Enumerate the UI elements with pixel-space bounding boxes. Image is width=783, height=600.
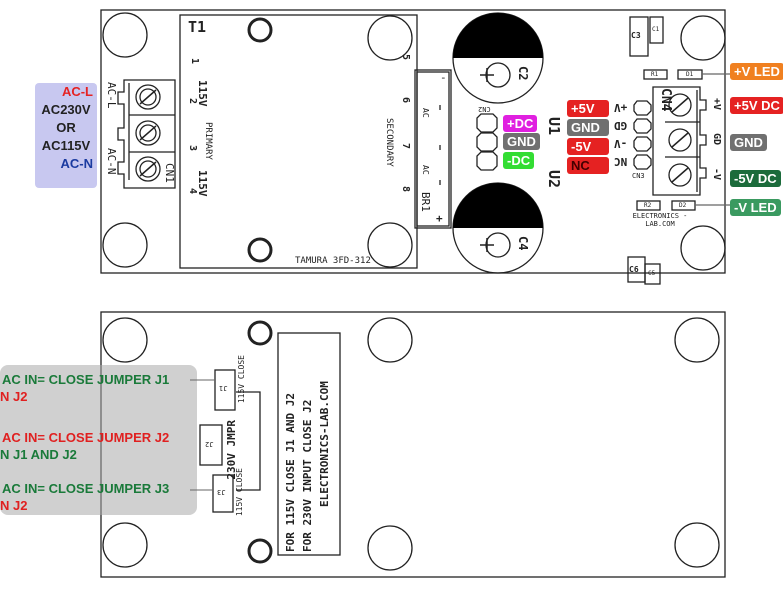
j2-label: J2 — [205, 440, 214, 448]
c1-label: C1 — [652, 26, 660, 33]
mount-hole — [680, 15, 726, 61]
br1-outline — [414, 69, 452, 229]
note-line-1: FOR 115V CLOSE J1 AND J2 — [284, 393, 297, 552]
cn4-outline — [652, 86, 707, 196]
transformer-pin-hole — [247, 237, 273, 263]
callout-j3-line2: N J2 — [0, 498, 28, 513]
c6-label: C6 — [629, 265, 639, 274]
u1-label: U1 — [545, 117, 563, 136]
callout-j3-line1: AC IN= CLOSE JUMPER J3 — [2, 481, 170, 496]
output-minus-v-led: -V LED — [730, 199, 781, 216]
cn1-pin-l: AC-L — [105, 82, 118, 109]
voltage-230: AC230V — [41, 102, 91, 117]
cn2-plus-dc-tag: +DC — [503, 115, 538, 132]
j3-note: 115V CLOSE — [235, 468, 244, 517]
callout-j1-line1: AC IN= CLOSE JUMPER J1 — [2, 372, 170, 387]
cn2-gnd-tag: GND — [503, 133, 540, 150]
cn1-name: CN1 — [163, 163, 176, 183]
mount-hole — [102, 222, 148, 268]
note-line-2: FOR 230V INPUT CLOSE J2 — [301, 399, 314, 552]
note-box — [277, 332, 341, 556]
cn4-pin-minus-v: -V — [711, 168, 722, 181]
ac-l-label: AC-L — [61, 84, 93, 99]
cn2-label: CN2 — [478, 105, 491, 113]
j3-label: J3 — [217, 488, 226, 496]
d1-label: D1 — [686, 71, 694, 78]
output-gnd: GND — [730, 134, 767, 151]
mount-hole — [367, 222, 413, 268]
cn1-pin-n: AC-N — [105, 148, 118, 175]
transformer-pin-hole — [247, 17, 273, 43]
pin-5: 5 — [400, 54, 411, 61]
output-plus-5v-dc: +5V DC — [730, 97, 783, 114]
transformer-outline — [179, 14, 418, 269]
cn3-nc-tag: NC — [567, 157, 609, 174]
br1-ac1: AC — [421, 108, 430, 118]
voltage-115: AC115V — [41, 138, 91, 153]
callout-panel — [0, 365, 197, 515]
pin-1: 1 — [189, 58, 200, 65]
pin-6: 6 — [400, 97, 411, 104]
note-line-3: ELECTRONICS-LAB.COM — [318, 381, 331, 507]
cn3-pin-plus-v: +V — [614, 101, 628, 114]
cn3-plus5v-tag: +5V — [567, 100, 609, 117]
pin-2: 2 — [187, 98, 198, 105]
j1-note: 115V CLOSE — [237, 355, 246, 404]
c3-label: C3 — [631, 31, 641, 40]
brand-silkscreen: ELECTRONICS -LAB.COM — [632, 212, 688, 228]
cn2-pins — [476, 113, 498, 171]
ac-n-label: AC-N — [60, 156, 94, 171]
cn4-label: CN4 — [658, 88, 673, 112]
mount-hole — [367, 15, 413, 61]
c5-label: C5 — [648, 270, 656, 277]
r2-label: R2 — [644, 202, 652, 209]
callout-j2-line1: AC IN= CLOSE JUMPER J2 — [2, 430, 170, 445]
cn3-pin-gd: GD — [614, 119, 628, 132]
output-plus-v-led: +V LED — [730, 63, 783, 80]
pin-4: 4 — [187, 188, 198, 195]
input-label-panel: AC-L AC230V OR AC115V AC-N — [35, 83, 97, 188]
primary-label: PRIMARY — [203, 122, 213, 160]
secondary-label: SECONDARY — [384, 118, 394, 167]
d2-label: D2 — [679, 202, 687, 209]
cn3-pins — [633, 100, 652, 170]
j1-label: J1 — [219, 384, 228, 392]
cn3-pin-nc: NC — [614, 155, 628, 168]
top-board-outline — [100, 9, 726, 274]
c2-label: C2 — [516, 66, 530, 81]
bottom-note-text: FOR 115V CLOSE J1 AND J2 FOR 230V INPUT … — [282, 336, 336, 552]
t1-label: T1 — [188, 18, 207, 36]
br1-label: BR1 — [419, 192, 432, 212]
cn3-minus5v-tag: -5V — [567, 138, 609, 155]
mount-hole — [680, 225, 726, 271]
callout-j1-line2: N J2 — [0, 389, 28, 404]
cn3-gnd-tag: GND — [567, 119, 609, 136]
u2-label: U2 — [545, 170, 563, 189]
output-minus-5v-dc: -5V DC — [730, 170, 781, 187]
pin-8: 8 — [400, 186, 411, 193]
cn3-label: CN3 — [632, 172, 645, 180]
mount-hole — [102, 12, 148, 58]
callout-j2-line2: N J1 AND J2 — [0, 447, 77, 462]
transformer-model: TAMURA 3FD-312 — [295, 256, 371, 266]
cn2-minus-dc-tag: -DC — [503, 152, 535, 169]
or-label: OR — [56, 120, 76, 135]
pin-3: 3 — [187, 145, 198, 152]
cn4-pin-plus-v: +V — [711, 98, 722, 111]
cn1-outline — [117, 79, 176, 189]
r1-label: R1 — [651, 71, 659, 78]
cn3-pin-minus-v: -V — [614, 137, 628, 150]
br1-minus: - — [440, 71, 447, 84]
pin-7: 7 — [400, 143, 411, 150]
br1-ac2: AC — [421, 165, 430, 175]
cn4-pin-gd: GD — [711, 133, 722, 146]
br1-plus: + — [436, 212, 443, 225]
c4-label: C4 — [516, 236, 530, 251]
